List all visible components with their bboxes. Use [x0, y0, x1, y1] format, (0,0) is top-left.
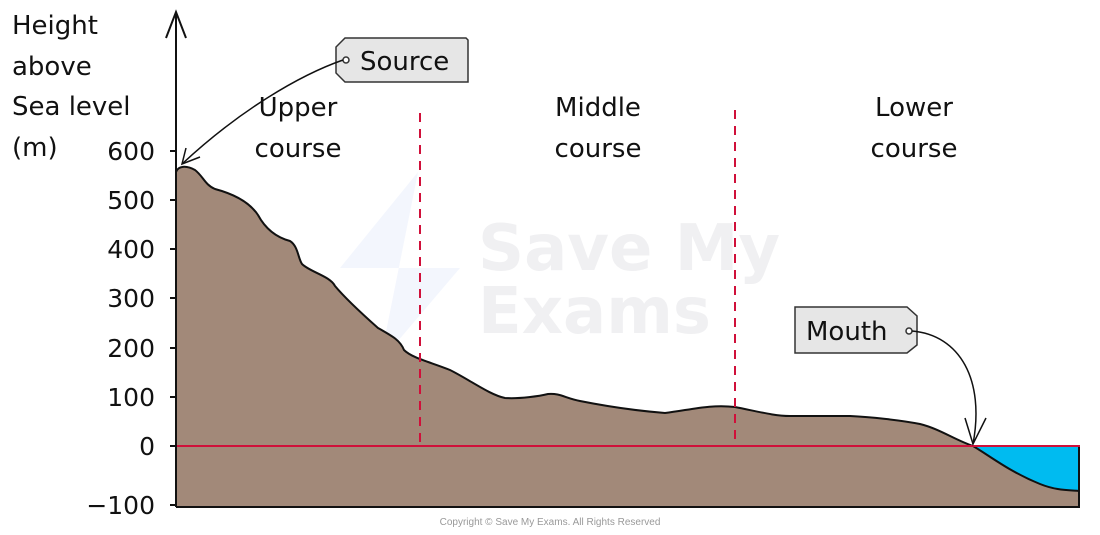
- sea: [973, 446, 1079, 491]
- middle-course-label: Middle: [555, 93, 641, 123]
- y-axis-title-line: above: [12, 52, 92, 82]
- source-label: Source: [360, 47, 449, 77]
- mouth-tag: [794, 306, 918, 354]
- arrowhead-icon: [180, 147, 201, 166]
- y-axis-ticks: [170, 150, 176, 506]
- watermark-bolt-icon: [340, 172, 460, 362]
- mouth-callout: Mouth: [794, 306, 987, 447]
- tick-label: 200: [107, 334, 155, 363]
- upper-course-label: course: [255, 134, 342, 164]
- diagram-frame: [176, 446, 1080, 508]
- tick-label: 300: [107, 284, 155, 313]
- tick-label: 600: [107, 137, 155, 166]
- upper-course-label: Upper: [259, 93, 338, 123]
- tick-label: 0: [139, 432, 155, 461]
- land-surface-line: [175, 165, 1080, 492]
- lower-course-label: Lower: [875, 93, 953, 123]
- watermark: Save My Exams: [340, 172, 780, 362]
- source-tag: [335, 37, 469, 83]
- mouth-label: Mouth: [806, 317, 888, 347]
- watermark-line2: Exams: [478, 275, 711, 349]
- tick-label: 500: [107, 186, 155, 215]
- copyright-text: Copyright © Save My Exams. All Rights Re…: [440, 517, 661, 528]
- y-axis-title-line: (m): [12, 133, 58, 163]
- arrowhead-icon: [964, 417, 987, 447]
- lower-course-label: course: [871, 134, 958, 164]
- y-axis-title-line: Sea level: [12, 92, 131, 122]
- y-axis-title: Height above Sea level (m): [12, 11, 131, 163]
- middle-course-label: course: [555, 134, 642, 164]
- land-profile: [176, 166, 1079, 507]
- source-callout: Source: [180, 37, 469, 166]
- tick-label: 400: [107, 235, 155, 264]
- tick-label: −100: [86, 491, 155, 520]
- y-axis-title-line: Height: [12, 11, 98, 41]
- tick-label: 100: [107, 383, 155, 412]
- watermark-line1: Save My: [478, 212, 780, 286]
- y-axis-arrow-icon: [165, 9, 187, 39]
- mouth-arrow: [911, 330, 977, 445]
- source-arrow: [181, 59, 344, 165]
